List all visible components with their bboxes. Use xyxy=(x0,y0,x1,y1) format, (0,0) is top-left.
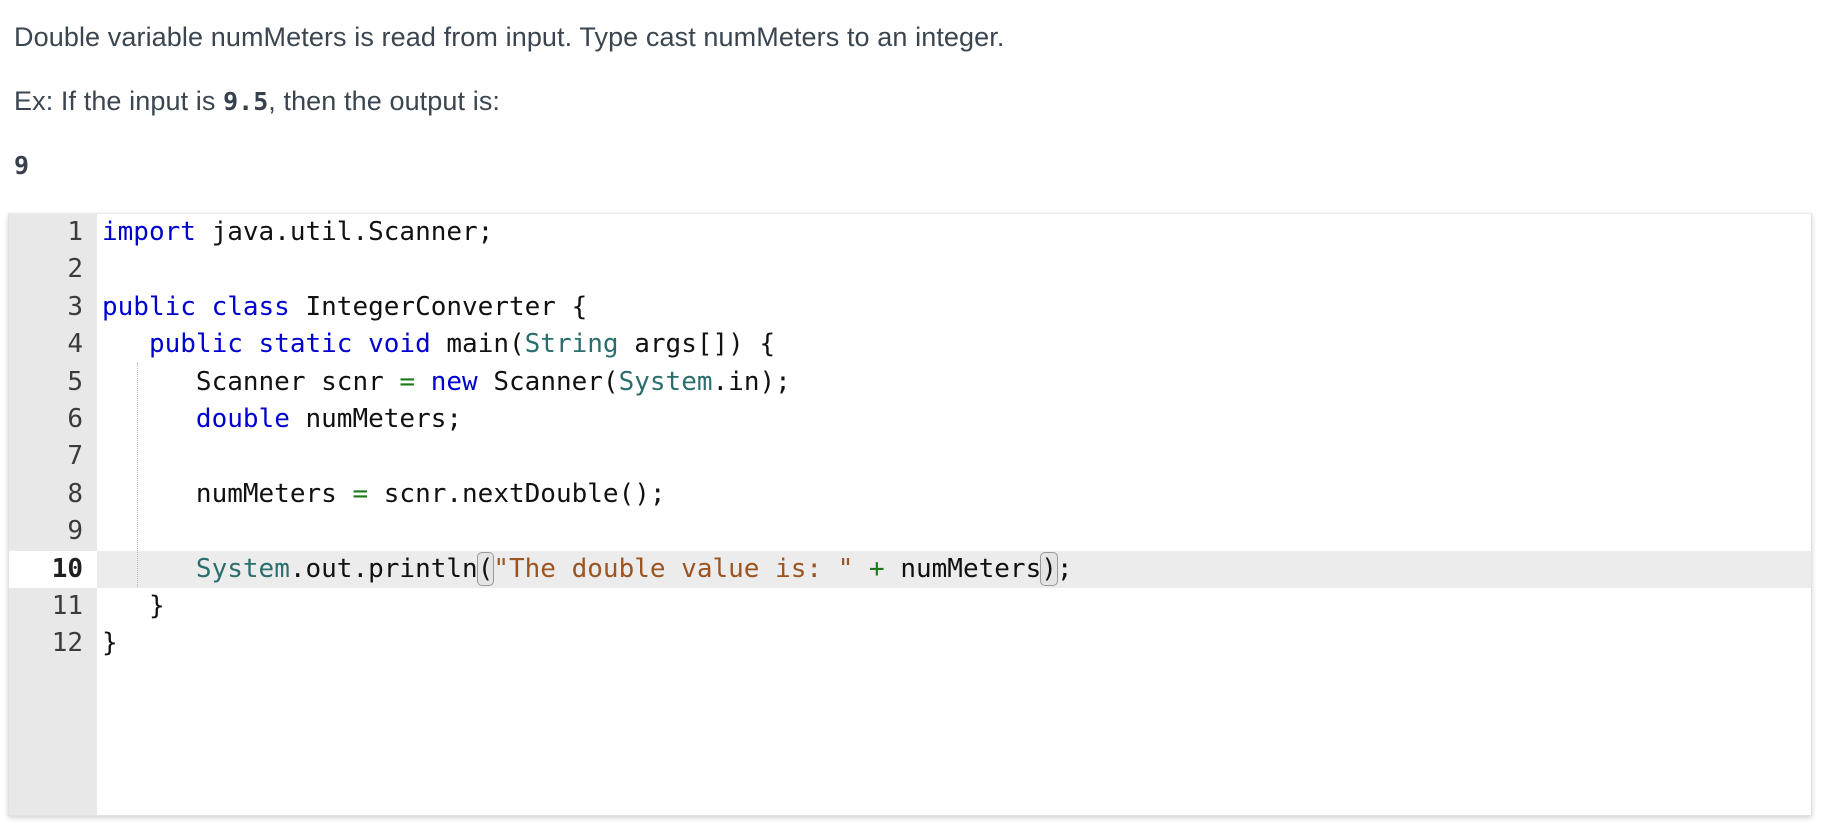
token-keyword: new xyxy=(430,366,478,397)
token-space xyxy=(415,367,431,397)
line-number: 12 xyxy=(51,628,83,659)
code-line-9[interactable]: 9 xyxy=(9,513,1811,550)
token-keyword: public class xyxy=(102,291,290,322)
line-number: 5 xyxy=(67,366,83,397)
code-line-12[interactable]: 12 } xyxy=(9,625,1811,662)
token-plain: } xyxy=(102,628,118,659)
code-text[interactable]: System.out.println("The double value is:… xyxy=(97,550,1811,588)
token-operator: = xyxy=(352,478,369,509)
code-text[interactable]: double numMeters; xyxy=(97,401,1811,438)
token-plain: Scanner( xyxy=(477,366,619,397)
expected-output: 9 xyxy=(14,151,30,180)
line-number-gutter xyxy=(9,214,97,815)
code-text[interactable]: Scanner scnr = new Scanner(System.in); xyxy=(97,364,1811,401)
token-plain: Scanner scnr xyxy=(102,366,400,397)
code-line-8[interactable]: 8 numMeters = scnr.nextDouble(); xyxy=(9,476,1811,513)
code-text[interactable]: public class IntegerConverter { xyxy=(97,289,1811,326)
code-line-10[interactable]: 10 System.out.println("The double value … xyxy=(9,550,1811,588)
bracket-match-close: ) xyxy=(1040,551,1058,586)
token-plain: numMeters xyxy=(102,478,353,509)
problem-statement: Double variable numMeters is read from i… xyxy=(0,0,1828,119)
token-space xyxy=(853,554,869,584)
code-text[interactable]: numMeters = scnr.nextDouble(); xyxy=(97,476,1811,513)
line-number-active: 10 xyxy=(9,550,97,588)
token-indent xyxy=(102,329,149,359)
line-number: 8 xyxy=(67,478,83,509)
code-line-11[interactable]: 11 } xyxy=(9,588,1811,625)
token-type: System xyxy=(618,366,713,397)
code-line-7[interactable]: 7 xyxy=(9,438,1811,475)
code-text[interactable] xyxy=(97,513,1811,550)
token-plain: IntegerConverter { xyxy=(289,291,588,322)
line-number: 3 xyxy=(67,291,83,322)
line-number: 1 xyxy=(67,217,83,247)
code-line-1[interactable]: 1 import java.util.Scanner; xyxy=(9,214,1811,251)
code-text[interactable]: public static void main(String args[]) { xyxy=(97,326,1811,363)
token-keyword: import xyxy=(102,217,196,247)
line-number: 9 xyxy=(67,516,83,547)
token-indent xyxy=(102,554,196,584)
code-rows[interactable]: 1 import java.util.Scanner; 2 3 public c… xyxy=(9,214,1811,663)
code-line-4[interactable]: 4 public static void main(String args[])… xyxy=(9,326,1811,363)
token-operator: = xyxy=(399,366,416,397)
code-editor[interactable]: 1 import java.util.Scanner; 2 3 public c… xyxy=(8,213,1812,816)
token-keyword: double xyxy=(195,403,290,434)
example-text-after: , then the output is: xyxy=(268,86,501,116)
token-string: "The double value is: " xyxy=(493,553,854,584)
token-plain: scnr.nextDouble(); xyxy=(368,478,666,509)
token-plain: ; xyxy=(1056,553,1073,584)
token-type: System xyxy=(195,553,290,584)
token-plain: numMeters; xyxy=(289,403,463,434)
code-text[interactable] xyxy=(97,251,1811,288)
code-text[interactable]: } xyxy=(97,625,1811,662)
line-number: 2 xyxy=(67,254,83,285)
token-plain: numMeters xyxy=(884,553,1042,584)
token-indent xyxy=(102,404,196,434)
line-number: 4 xyxy=(67,329,83,360)
example-text-before: Ex: If the input is xyxy=(14,86,224,116)
token-plain: } xyxy=(102,590,165,621)
code-text[interactable]: import java.util.Scanner; xyxy=(97,214,1811,251)
line-number: 6 xyxy=(67,403,83,434)
token-plain: .out.println xyxy=(289,553,478,584)
code-line-2[interactable]: 2 xyxy=(9,251,1811,288)
problem-description: Double variable numMeters is read from i… xyxy=(14,22,1005,52)
token-plain: args[]) { xyxy=(618,329,776,360)
token-plain: java.util.Scanner; xyxy=(195,217,494,247)
token-plain: .in); xyxy=(712,366,791,397)
line-number: 7 xyxy=(67,441,83,472)
code-text[interactable]: } xyxy=(97,588,1811,625)
code-text[interactable] xyxy=(97,438,1811,475)
bracket-match-open: ( xyxy=(476,551,495,586)
code-line-3[interactable]: 3 public class IntegerConverter { xyxy=(9,289,1811,326)
token-type: String xyxy=(524,329,619,360)
line-number: 11 xyxy=(51,590,83,621)
code-line-6[interactable]: 6 double numMeters; xyxy=(9,401,1811,438)
example-input-value: 9.5 xyxy=(223,87,269,116)
code-line-5[interactable]: 5 Scanner scnr = new Scanner(System.in); xyxy=(9,364,1811,401)
problem-example: Ex: If the input is 9.5, then the output… xyxy=(14,54,1814,119)
token-keyword: public static void xyxy=(148,329,431,360)
token-plain: main( xyxy=(430,329,525,360)
token-operator: + xyxy=(869,553,885,584)
